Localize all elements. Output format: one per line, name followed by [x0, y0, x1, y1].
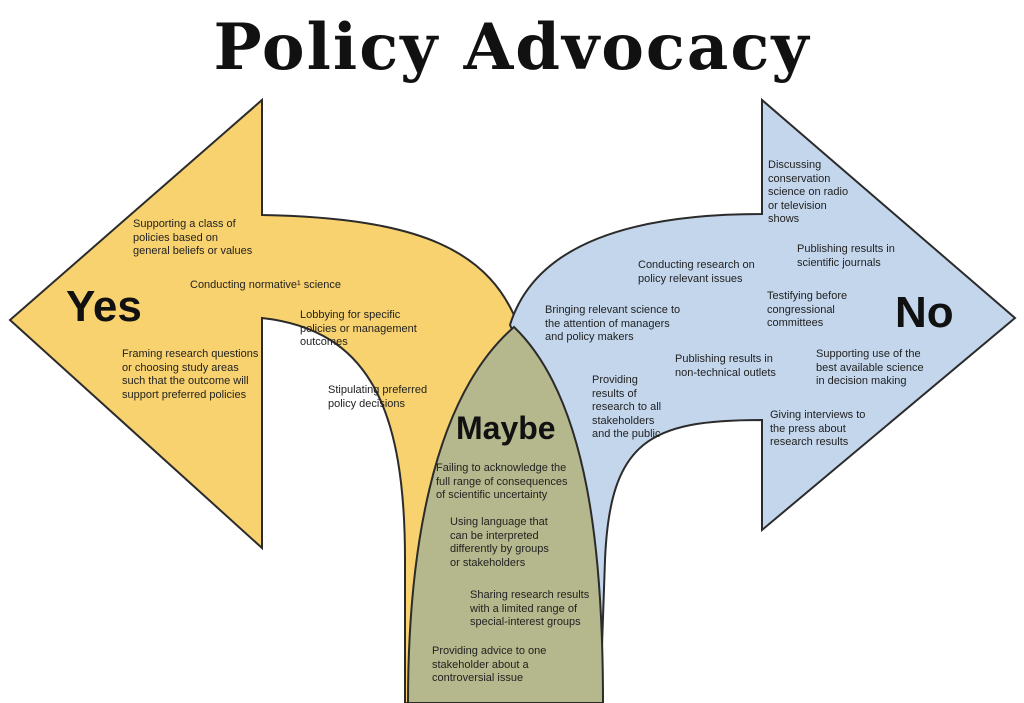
maybe-region-shape [406, 325, 605, 703]
no-item: Publishing results in scientific journal… [797, 243, 895, 269]
yes-item: Lobbying for specific policies or manage… [300, 309, 417, 348]
page-title: Policy Advocacy [213, 10, 811, 85]
no-item: Supporting use of the best available sci… [816, 348, 924, 387]
maybe-item: Using language that can be interpreted d… [450, 516, 549, 569]
no-item: Publishing results in non-technical outl… [675, 353, 776, 379]
no-item: Conducting research on policy relevant i… [638, 259, 755, 285]
maybe-item: Failing to acknowledge the full range of… [436, 462, 568, 501]
yes-label: Yes [66, 282, 142, 331]
no-item: Providing results of research to all sta… [592, 374, 662, 440]
no-item: Discussing conservation science on radio… [768, 159, 849, 225]
maybe-item: Sharing research results with a limited … [470, 589, 590, 628]
yes-item: Conducting normative¹ science [190, 279, 342, 291]
yes-item: Stipulating preferred policy decisions [328, 384, 428, 410]
maybe-item: Providing advice to one stakeholder abou… [432, 645, 547, 684]
no-item: Bringing relevant science to the attenti… [545, 304, 681, 343]
yes-item: Framing research questions or choosing s… [122, 348, 259, 401]
maybe-label: Maybe [456, 410, 556, 446]
yes-item: Supporting a class of policies based on … [133, 218, 253, 257]
no-item: Testifying before congressional committe… [767, 290, 848, 329]
no-label: No [895, 288, 954, 337]
no-item: Giving interviews to the press about res… [770, 409, 866, 448]
